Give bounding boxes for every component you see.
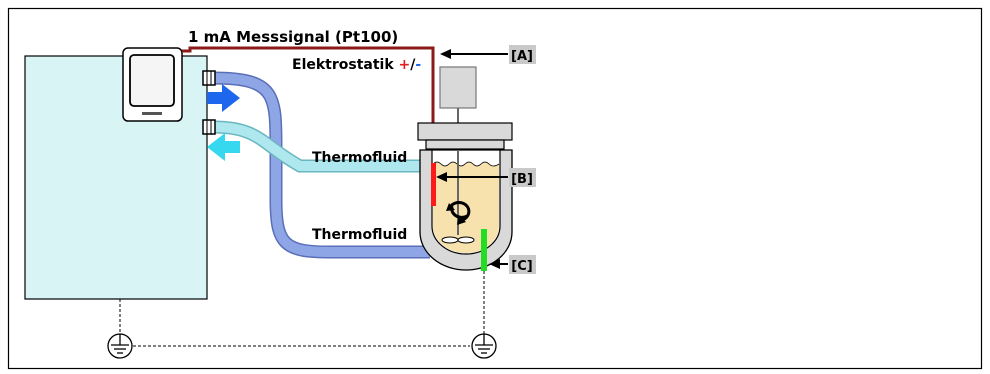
connector-upper — [202, 70, 216, 86]
signal-label: 1 mA Messsignal (Pt100) — [188, 28, 398, 46]
electrostatic-label: Elektrostatik +/- — [292, 57, 421, 73]
minus-sign: - — [415, 57, 421, 73]
hose-return — [212, 71, 430, 259]
pointer-arrow-b — [436, 172, 508, 182]
tag-c-box — [509, 255, 536, 274]
thermofluid-label-lower: Thermofluid — [312, 227, 407, 243]
sensor-c — [481, 229, 487, 271]
ground-symbol-icon — [471, 333, 497, 359]
reactor-lid — [417, 122, 513, 150]
flow-arrow-icon — [207, 133, 240, 161]
stirrer-paddle-icon — [441, 236, 475, 244]
stirrer-rotation-icon — [446, 200, 471, 225]
controller-display — [122, 47, 183, 122]
thermofluid-label-upper: Thermofluid — [312, 150, 407, 166]
tag-a-box — [509, 45, 536, 64]
tag-b-label: [B] — [511, 172, 533, 187]
tag-b-box — [509, 168, 536, 187]
tag-c-label: [C] — [511, 259, 532, 274]
electrostatic-text: Elektrostatik — [292, 57, 399, 73]
ground-symbol-icon — [107, 333, 133, 359]
pointer-arrow-a — [440, 49, 508, 59]
flow-arrow-icon — [207, 84, 240, 112]
tag-a-label: [A] — [511, 49, 533, 64]
sensor-b — [431, 163, 436, 206]
slash-sign: / — [410, 57, 416, 73]
signal-wire — [182, 46, 435, 185]
hose-supply — [212, 120, 430, 173]
connector-lower — [202, 119, 216, 135]
pointer-arrow-c — [489, 259, 508, 269]
plus-sign: + — [399, 57, 411, 73]
stirrer-motor — [439, 66, 477, 109]
